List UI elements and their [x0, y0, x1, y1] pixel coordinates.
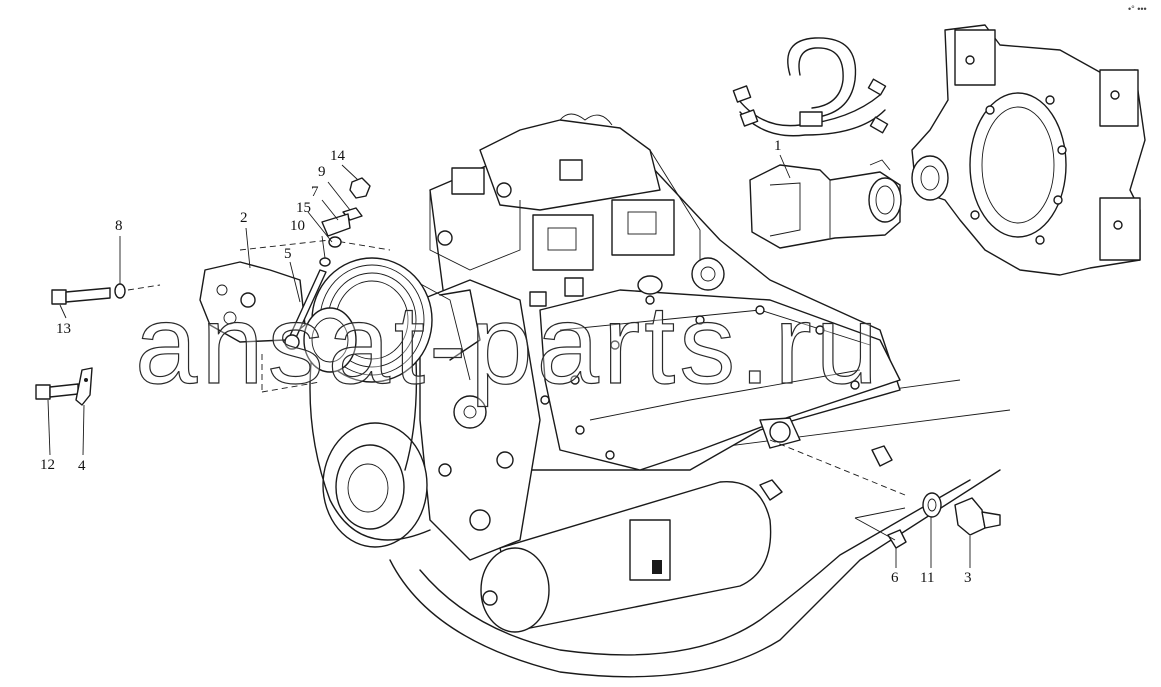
alternator-bracket [199, 239, 391, 393]
callout-14: 14 [330, 148, 346, 164]
leader-lines [47, 154, 971, 568]
callout-2: 2 [240, 210, 248, 226]
housing-bolt-holes [965, 55, 1123, 245]
callout-1: 1 [774, 138, 782, 154]
callout-4: 4 [78, 458, 86, 474]
callout-labels: 1 2 3 4 5 6 7 8 9 10 11 12 13 14 15 [40, 138, 972, 586]
rail-fittings [759, 445, 893, 501]
engine-block [303, 113, 1011, 678]
callout-5: 5 [284, 246, 292, 262]
callout-6: 6 [891, 570, 899, 586]
flywheel-housing [911, 24, 1146, 276]
corner-mark: •° ••• [1128, 4, 1147, 14]
bracket-4 [75, 367, 93, 406]
starter-motor [732, 37, 902, 249]
callout-8: 8 [115, 218, 123, 234]
callout-7: 7 [311, 184, 319, 200]
tension-rod [284, 269, 327, 350]
callout-11: 11 [920, 570, 934, 586]
watermark-text: ansat-parts.ru [135, 282, 882, 407]
callout-3: 3 [964, 570, 972, 586]
fastener-set [319, 177, 371, 267]
callout-12: 12 [40, 457, 55, 473]
oil-pressure-sensor [769, 439, 1001, 549]
callout-9: 9 [318, 164, 326, 180]
callout-13: 13 [56, 321, 71, 337]
bolt-12 [35, 383, 79, 400]
callout-15: 15 [296, 200, 311, 216]
callout-10: 10 [290, 218, 305, 234]
cover-bolts [540, 295, 860, 460]
